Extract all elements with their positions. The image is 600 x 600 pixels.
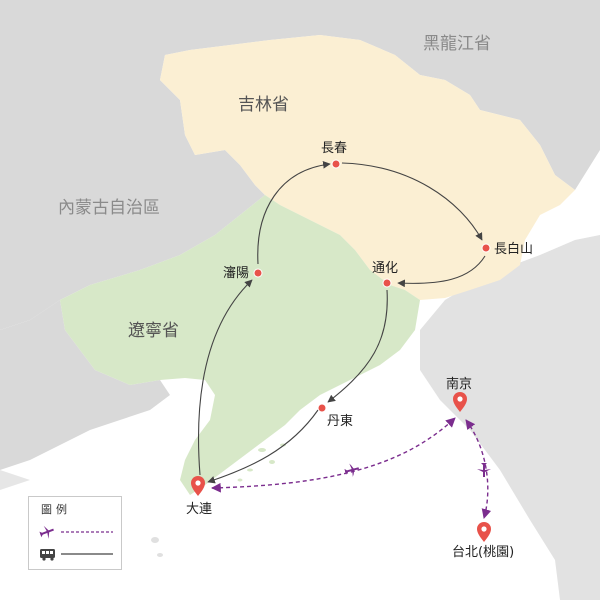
neighbor-land-south xyxy=(0,470,30,490)
flight-nanjing-taipei xyxy=(465,419,492,519)
label-taipei: 台北(桃園) xyxy=(452,545,514,560)
region-jilin xyxy=(160,35,575,300)
label-heilongjiang: 黑龍江省 xyxy=(423,34,491,54)
airplane-icon xyxy=(39,525,113,539)
legend-row-bus xyxy=(37,546,117,562)
route-changchun-changbaishan xyxy=(341,162,483,241)
dot-shenyang xyxy=(253,268,263,278)
islets-gray xyxy=(151,537,163,557)
pin-icon xyxy=(191,476,205,496)
label-tonghua: 通化 xyxy=(372,261,398,276)
airplane-icon xyxy=(344,463,360,478)
legend-title: 圖例 xyxy=(41,503,71,516)
label-shenyang: 瀋陽 xyxy=(223,265,249,281)
bus-icon xyxy=(40,549,113,561)
label-dalian: 大連 xyxy=(186,502,212,517)
label-dandong: 丹東 xyxy=(327,413,353,429)
label-nanjing: 南京 xyxy=(446,376,472,392)
label-inner-mongolia: 內蒙古自治區 xyxy=(58,198,160,218)
label-changchun: 長春 xyxy=(321,141,347,156)
label-changbaishan: 長白山 xyxy=(494,241,533,257)
route-changbaishan-tonghua xyxy=(397,255,486,288)
route-tonghua-dandong xyxy=(327,289,388,403)
pin-icon xyxy=(477,522,491,542)
route-shenyang-changchun xyxy=(257,161,331,265)
dot-dandong xyxy=(317,403,327,413)
airplane-icon xyxy=(477,463,491,477)
map-legend: 圖例 xyxy=(28,496,122,570)
city-dots xyxy=(253,159,491,413)
dot-changchun xyxy=(331,159,341,169)
neighbor-land-north xyxy=(0,0,600,330)
label-liaoning: 遼寧省 xyxy=(128,321,179,341)
pin-icon xyxy=(453,392,467,412)
neighbor-land-west xyxy=(0,300,170,470)
region-liaoning xyxy=(60,195,420,495)
dot-tonghua xyxy=(382,278,392,288)
neighbor-land-korea xyxy=(420,235,600,600)
dot-changbaishan xyxy=(481,243,491,253)
legend-row-flight xyxy=(37,524,117,540)
route-dalian-shenyang xyxy=(197,279,253,476)
label-jilin: 吉林省 xyxy=(238,95,289,115)
